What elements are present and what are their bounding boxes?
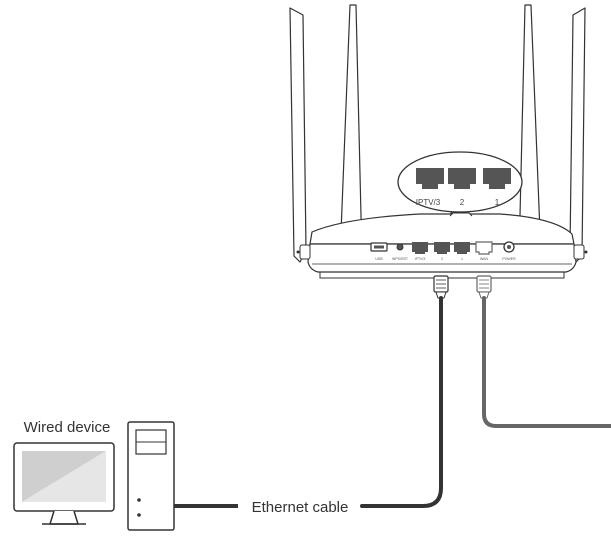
wan-cable-line (482, 296, 611, 428)
lan2-port (434, 242, 450, 254)
callout-label-lan3: IPTV/3 (416, 198, 441, 207)
ethernet-cable-label: Ethernet cable (252, 499, 349, 516)
lan1-port (454, 242, 470, 254)
callout-lan3-port (416, 168, 444, 189)
rear-label-lan2: 2 (441, 257, 443, 261)
callout-label-lan2: 2 (460, 198, 465, 207)
rear-label-wan: WAN (480, 257, 489, 261)
rear-label-power: POWER (502, 257, 516, 261)
rear-label-usb: USB (375, 257, 383, 261)
router-icon: USB WPS/RST IPTV/3 2 1 WAN POWER IPTV/3 … (289, 4, 588, 279)
antenna-right-outer (569, 7, 586, 263)
computer-tower-icon (127, 421, 175, 531)
monitor-icon (13, 442, 115, 525)
callout-lan2-port (448, 168, 476, 189)
rear-label-lan1: 1 (461, 257, 463, 261)
ethernet-cable-line (360, 296, 443, 508)
wps-reset-button (396, 243, 404, 251)
router-top-surface (309, 213, 575, 245)
wired-device-label: Wired device (24, 419, 111, 436)
wan-port (475, 241, 493, 255)
lan3-port (412, 242, 428, 254)
antenna-left-outer (289, 7, 307, 263)
rear-label-wps: WPS/RST (392, 257, 409, 261)
wan-cable-plug (476, 275, 492, 299)
rear-label-lan3: IPTV/3 (415, 257, 426, 261)
callout-lan1-port (483, 168, 511, 189)
callout-label-lan1: 1 (495, 198, 500, 207)
lan-cable-plug (433, 275, 449, 299)
port-callout: IPTV/3 2 1 (397, 151, 523, 217)
